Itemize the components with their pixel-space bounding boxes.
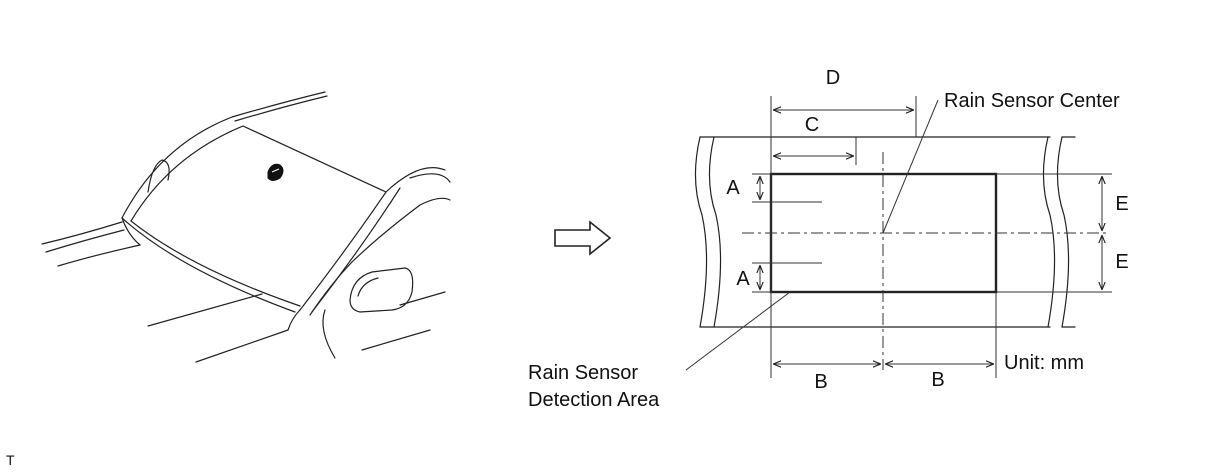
dimension-e-label-bottom: E xyxy=(1115,251,1128,273)
detection-area-schematic: D C A A B B E E Rain Sensor Center Rain … xyxy=(528,67,1129,411)
vehicle-illustration xyxy=(41,91,451,363)
dimension-a-label-top: A xyxy=(726,177,740,199)
dimension-e-label-top: E xyxy=(1115,193,1128,215)
detection-area-label-line2: Detection Area xyxy=(528,389,660,411)
sensor-center-label: Rain Sensor Center xyxy=(944,90,1120,112)
unit-label: Unit: mm xyxy=(1004,352,1084,374)
right-arrow-icon xyxy=(554,220,612,256)
dimension-d-label: D xyxy=(826,67,840,89)
dimension-a-label-bottom: A xyxy=(736,268,750,290)
dimension-b-label-right: B xyxy=(931,369,944,391)
dimension-b-label-left: B xyxy=(814,371,827,393)
dimension-c-label: C xyxy=(805,114,819,136)
corner-mark: T xyxy=(6,452,15,468)
detection-area-label-line1: Rain Sensor xyxy=(528,362,638,384)
